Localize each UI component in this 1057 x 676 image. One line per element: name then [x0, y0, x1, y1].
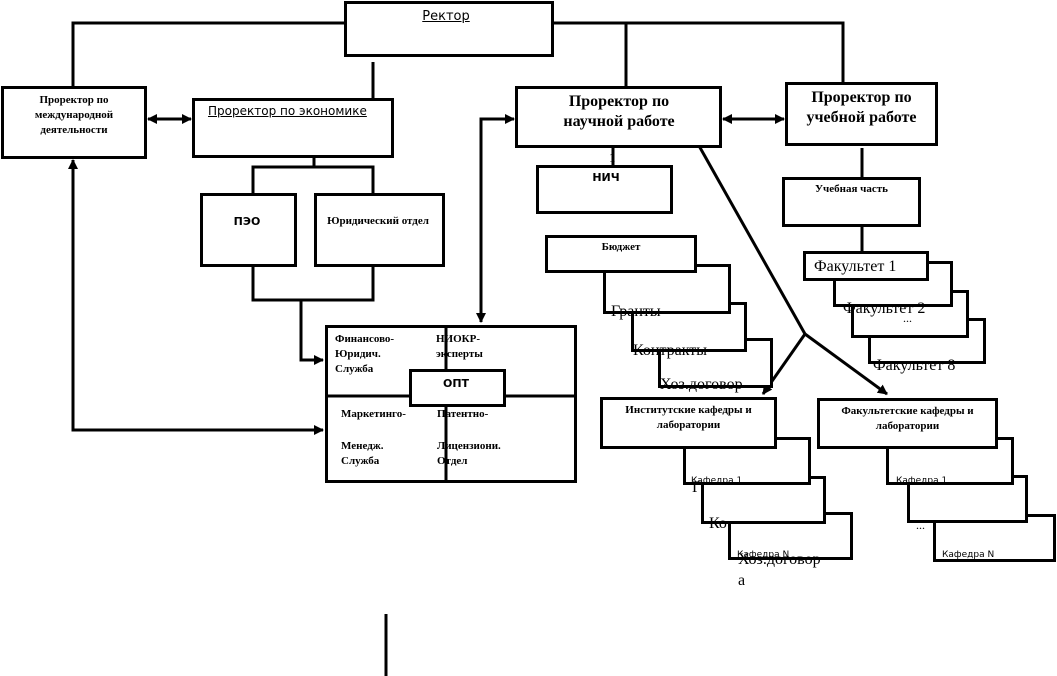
faculty-2-label: Факультет 2	[843, 300, 926, 317]
peo-label: ПЭО	[233, 215, 261, 228]
study-part-label: Учебная часть	[814, 183, 888, 195]
prorector-science-label: Проректор по научной работе	[563, 93, 675, 130]
nich-label: НИЧ	[592, 171, 620, 184]
prorector-intl-label: Проректор по международной деятельности	[34, 94, 114, 136]
study-part-box	[782, 177, 921, 227]
prorector-econ-label: Проректор по экономике	[208, 104, 367, 118]
fin-legal-service-label: Финансово-Юридич. Служба	[335, 333, 395, 375]
license-dept-label: Лицензиони. Отдел	[437, 440, 501, 467]
peo-box	[200, 193, 297, 267]
opt-label: ОПТ	[442, 377, 470, 390]
prorector-study-box	[785, 82, 938, 146]
hozdog-2-label: Хоз.договор	[738, 551, 821, 568]
faculty-8-label: Факультет 8	[873, 357, 956, 374]
grants-label: Гранты	[611, 303, 661, 320]
faculty-1-box	[803, 251, 929, 281]
budget-box	[545, 235, 697, 273]
number-label: 1	[609, 150, 616, 165]
opt-box	[409, 369, 506, 407]
rector-label: Ректор	[422, 9, 470, 24]
prorector-study-label: Проректор по учебной работе	[806, 89, 917, 126]
contracts-label: Контракты	[633, 342, 708, 359]
inst-departments-box	[600, 397, 777, 449]
fac-departments-label: Факультетские кафедры и лаборатории	[841, 405, 974, 432]
opt-block-box	[325, 325, 577, 483]
patent-label: Патентно-	[437, 408, 489, 420]
management-service-label: Менедж. Служба	[341, 440, 384, 467]
inst-kafedra-n-label: Кафедра N	[737, 550, 790, 560]
faculty-dots-label: ...	[903, 311, 912, 325]
prorector-econ-box	[192, 98, 394, 158]
rector-box	[344, 1, 554, 57]
hozdog-2-tail-label: а	[738, 572, 746, 589]
inst-kafedra-2-partial-label: Г	[692, 479, 702, 496]
prorector-intl-box	[1, 86, 147, 159]
fac-kafedra-1-label: Кафедра 1	[896, 476, 948, 486]
inst-kafedra-3-partial-label: Ко	[709, 515, 727, 532]
hozdog-label: Хоз.договор	[660, 376, 743, 393]
inst-departments-label: Институтские кафедры и лаборатории	[625, 404, 752, 431]
faculty-1-label: Факультет 1	[814, 258, 897, 275]
fac-departments-box	[817, 398, 998, 449]
niokr-experts-label: НИОКР-эксперты	[436, 333, 483, 360]
marketing-label: Маркетинго-	[341, 408, 406, 420]
legal-dept-label: Юридический отдел	[327, 215, 429, 227]
nich-box	[536, 165, 673, 214]
fac-kafedra-dots-label: ...	[916, 518, 925, 532]
budget-label: Бюджет	[601, 241, 641, 253]
prorector-science-box	[515, 86, 722, 148]
legal-dept-box	[314, 193, 445, 267]
fac-kafedra-n-label: Кафедра N	[942, 550, 995, 560]
inst-kafedra-1-label: Кафедра 1	[691, 476, 743, 486]
